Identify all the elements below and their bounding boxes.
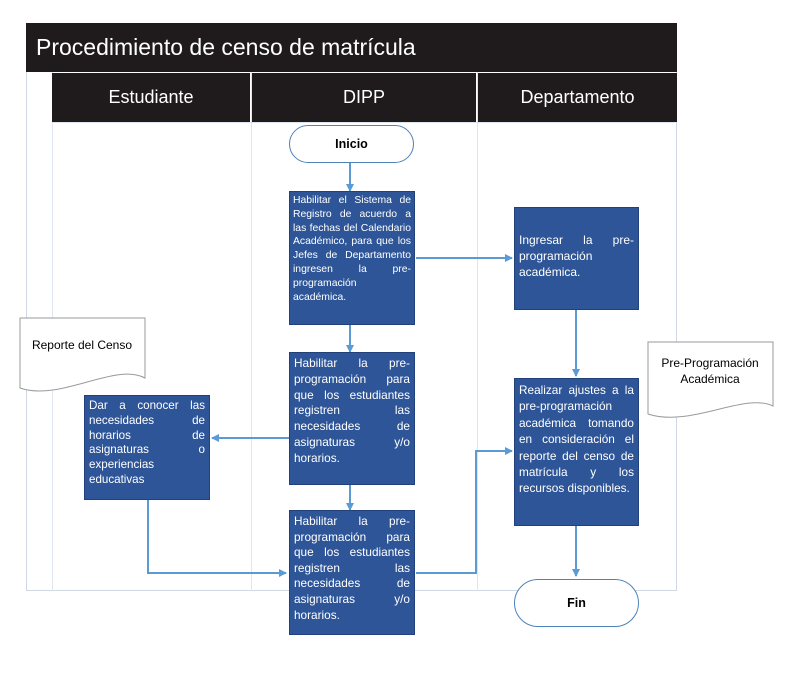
header-divider <box>52 122 677 123</box>
document-shape-reporte <box>19 317 146 392</box>
process-habilitar-preprogramacion-1: Habilitar la pre-programación para que l… <box>289 352 415 485</box>
document-pre-programacion: Pre-Programación Académica <box>661 356 759 386</box>
lane-header-dipp: DIPP <box>252 73 476 122</box>
lane-divider <box>251 72 252 591</box>
process-habilitar-preprogramacion-2: Habilitar la pre-programación para que l… <box>289 510 415 635</box>
lane-label: Departamento <box>520 87 635 107</box>
diagram-title: Procedimiento de censo de matrícula <box>26 23 677 72</box>
process-ingresar-preprogramacion: Ingresar la pre-programación académica. <box>514 207 639 310</box>
document-shape-preprogramacion <box>647 341 774 418</box>
document-reporte-censo: Reporte del Censo <box>31 338 133 352</box>
end-label: Fin <box>567 596 586 610</box>
lane-label: DIPP <box>342 87 385 107</box>
start-terminator: Inicio <box>289 125 414 163</box>
connector-dar-to-habilitar2 <box>147 500 287 577</box>
start-label: Inicio <box>335 137 368 151</box>
end-terminator: Fin <box>514 579 639 627</box>
process-dar-a-conocer: Dar a conocer las necesidades de horario… <box>84 395 210 500</box>
process-habilitar-sistema: Habilitar el Sistema de Registro de acue… <box>289 191 415 325</box>
lane-header-estudiante: Estudiante <box>52 73 250 122</box>
process-realizar-ajustes: Realizar ajustes a la pre-programación a… <box>514 378 639 526</box>
lane-header-departamento: Departamento <box>478 73 677 122</box>
connector-habilitar2-to-ajustes <box>416 447 513 574</box>
lane-label: Estudiante <box>108 87 194 107</box>
lane-divider <box>477 72 478 591</box>
